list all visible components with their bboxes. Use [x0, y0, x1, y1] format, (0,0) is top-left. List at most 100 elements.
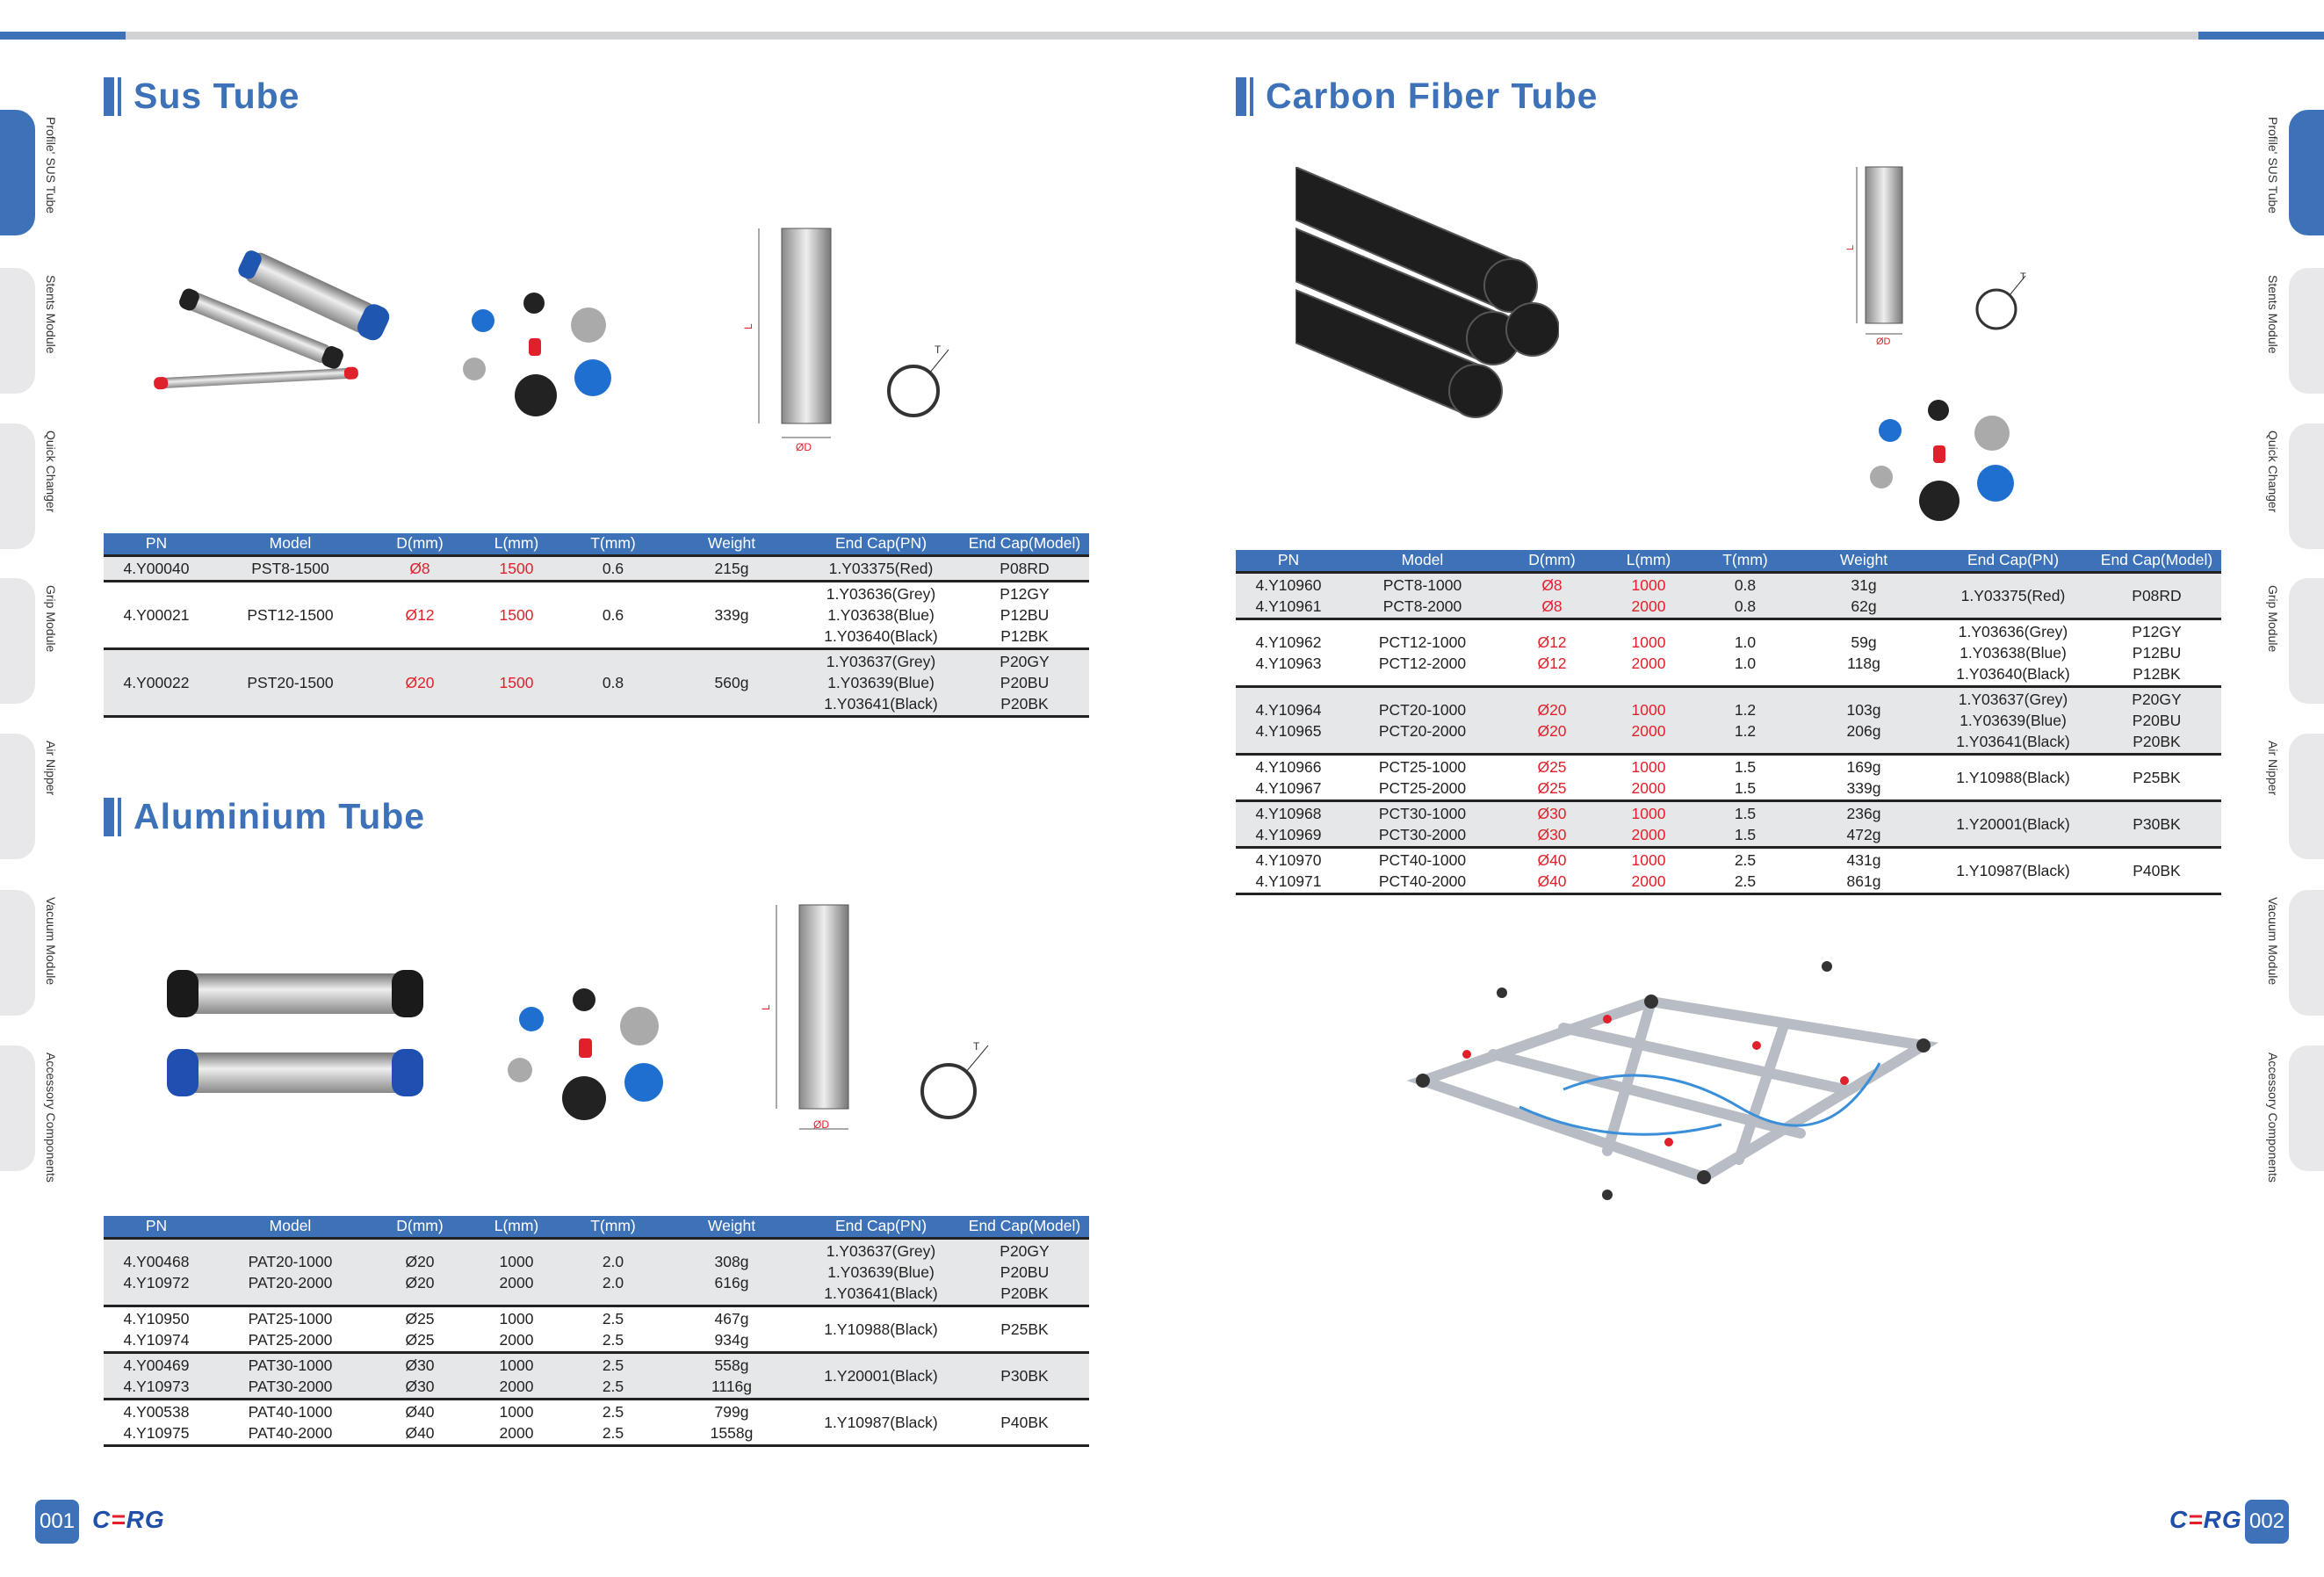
cell-value: Ø8: [1541, 575, 1563, 594]
column-header-length: L(mm): [468, 1216, 565, 1240]
cell-value: 1.Y10988(Black): [824, 1320, 938, 1338]
cell-value: P08RD: [1000, 559, 1050, 577]
side-tab-label[interactable]: Grip Module: [44, 585, 58, 653]
thickness-label: T: [2020, 271, 2026, 282]
side-tab-profile-sus-tube[interactable]: [0, 110, 35, 235]
cell-end-cap-pn: 1.Y10987(Black): [802, 1399, 960, 1447]
column-header-weight: Weight: [661, 533, 802, 557]
side-tab-quick-changer[interactable]: [0, 423, 35, 549]
side-tab-label[interactable]: Accessory Components: [44, 1053, 58, 1183]
length-label: L: [742, 323, 754, 329]
side-tab-vacuum-module[interactable]: [2289, 890, 2324, 1016]
title-text: Aluminium Tube: [134, 796, 426, 836]
cell-value: 4.Y10967: [1255, 778, 1322, 797]
cell-value: Ø30: [1537, 804, 1567, 822]
side-tab-label[interactable]: Profile' SUS Tube: [44, 117, 58, 214]
cell-value: 0.6: [602, 605, 624, 624]
sus-tube-dimension-diagram: L ØD T: [742, 228, 949, 453]
cell-value: PCT30-2000: [1378, 825, 1467, 843]
cell-value: 4.Y10964: [1255, 700, 1322, 719]
cell-value: Ø25: [405, 1309, 435, 1327]
cell-value: 1.Y03641(Black): [1956, 732, 2070, 750]
cell-model: PST12-1500: [209, 581, 372, 650]
cell-end-cap-pn: 1.Y20001(Black): [1934, 800, 2092, 849]
side-tab-grip-module[interactable]: [0, 578, 35, 704]
cell-value: PCT12-1000: [1378, 633, 1467, 651]
cell-weight: 560g: [661, 648, 802, 718]
side-tab-label[interactable]: Vacuum Module: [2266, 897, 2280, 986]
side-tab-label[interactable]: Stents Module: [2266, 275, 2280, 354]
column-header-diameter: D(mm): [372, 1216, 468, 1240]
side-tab-profile-sus-tube[interactable]: [2289, 110, 2324, 235]
cell-end-cap-model: P25BK: [960, 1306, 1089, 1354]
side-tab-label[interactable]: Grip Module: [2266, 585, 2280, 653]
cell-value: PAT40-2000: [248, 1423, 333, 1442]
side-tab-vacuum-module[interactable]: [0, 890, 35, 1016]
thickness-label: T: [973, 1040, 980, 1053]
cell-value: 2000: [1631, 778, 1666, 797]
cell-value: Ø25: [405, 1330, 435, 1349]
section-title-sus-tube: Sus Tube: [104, 76, 300, 117]
cell-value: 2.5: [602, 1356, 624, 1374]
cell-value: P20BU: [1000, 1262, 1050, 1281]
cell-value: Ø20: [1537, 700, 1567, 719]
side-tab-label[interactable]: Quick Changer: [2266, 430, 2280, 513]
side-tab-accessory-components[interactable]: [0, 1045, 35, 1171]
column-header-end-cap-model: End Cap(Model): [960, 533, 1089, 557]
cell-value: P30BK: [2133, 814, 2181, 833]
cell-end-cap-model: P25BK: [2092, 754, 2221, 802]
side-tab-label[interactable]: Vacuum Module: [44, 897, 58, 986]
cell-value: P08RD: [2132, 586, 2182, 604]
cell-value: 1.0: [1734, 633, 1757, 651]
side-tab-grip-module[interactable]: [2289, 578, 2324, 704]
thickness-label: T: [935, 344, 942, 356]
side-tab-air-nipper[interactable]: [2289, 734, 2324, 859]
side-tab-label[interactable]: Air Nipper: [2266, 741, 2280, 796]
cell-value: 1.Y03640(Black): [824, 626, 938, 645]
cell-value: 4.Y10970: [1255, 850, 1322, 869]
side-tab-label[interactable]: Stents Module: [44, 275, 58, 354]
column-header-end-cap-pn: End Cap(PN): [802, 1216, 960, 1240]
cell-pn: 4.Y00022: [104, 648, 209, 718]
cell-value: PST12-1500: [247, 605, 334, 624]
cell-value: 2000: [1631, 654, 1666, 672]
side-tab-stents-module[interactable]: [0, 268, 35, 394]
cell-length: 1500: [468, 581, 565, 650]
side-tab-quick-changer[interactable]: [2289, 423, 2324, 549]
side-tab-label[interactable]: Profile' SUS Tube: [2266, 117, 2280, 214]
cell-value: Ø12: [405, 605, 435, 624]
cell-value: 31g: [1851, 575, 1877, 594]
cell-value: 2.5: [602, 1423, 624, 1442]
cell-value: Ø30: [405, 1356, 435, 1374]
cell-value: 1000: [1631, 850, 1666, 869]
side-tab-stents-module[interactable]: [2289, 268, 2324, 394]
column-header-model: Model: [209, 1216, 372, 1240]
cell-value: PCT8-2000: [1382, 597, 1462, 615]
side-tab-label[interactable]: Air Nipper: [44, 741, 58, 796]
side-tab-label[interactable]: Quick Changer: [44, 430, 58, 513]
diameter-label: ØD: [796, 441, 812, 453]
cell-end-cap-model: P40BK: [960, 1399, 1089, 1447]
cell-value: 1500: [499, 673, 534, 691]
side-tab-label[interactable]: Accessory Components: [2266, 1053, 2280, 1183]
side-tab-accessory-components[interactable]: [2289, 1045, 2324, 1171]
cell-value: Ø8: [1541, 597, 1563, 615]
cell-value: Ø40: [405, 1423, 435, 1442]
side-tab-air-nipper[interactable]: [0, 734, 35, 859]
